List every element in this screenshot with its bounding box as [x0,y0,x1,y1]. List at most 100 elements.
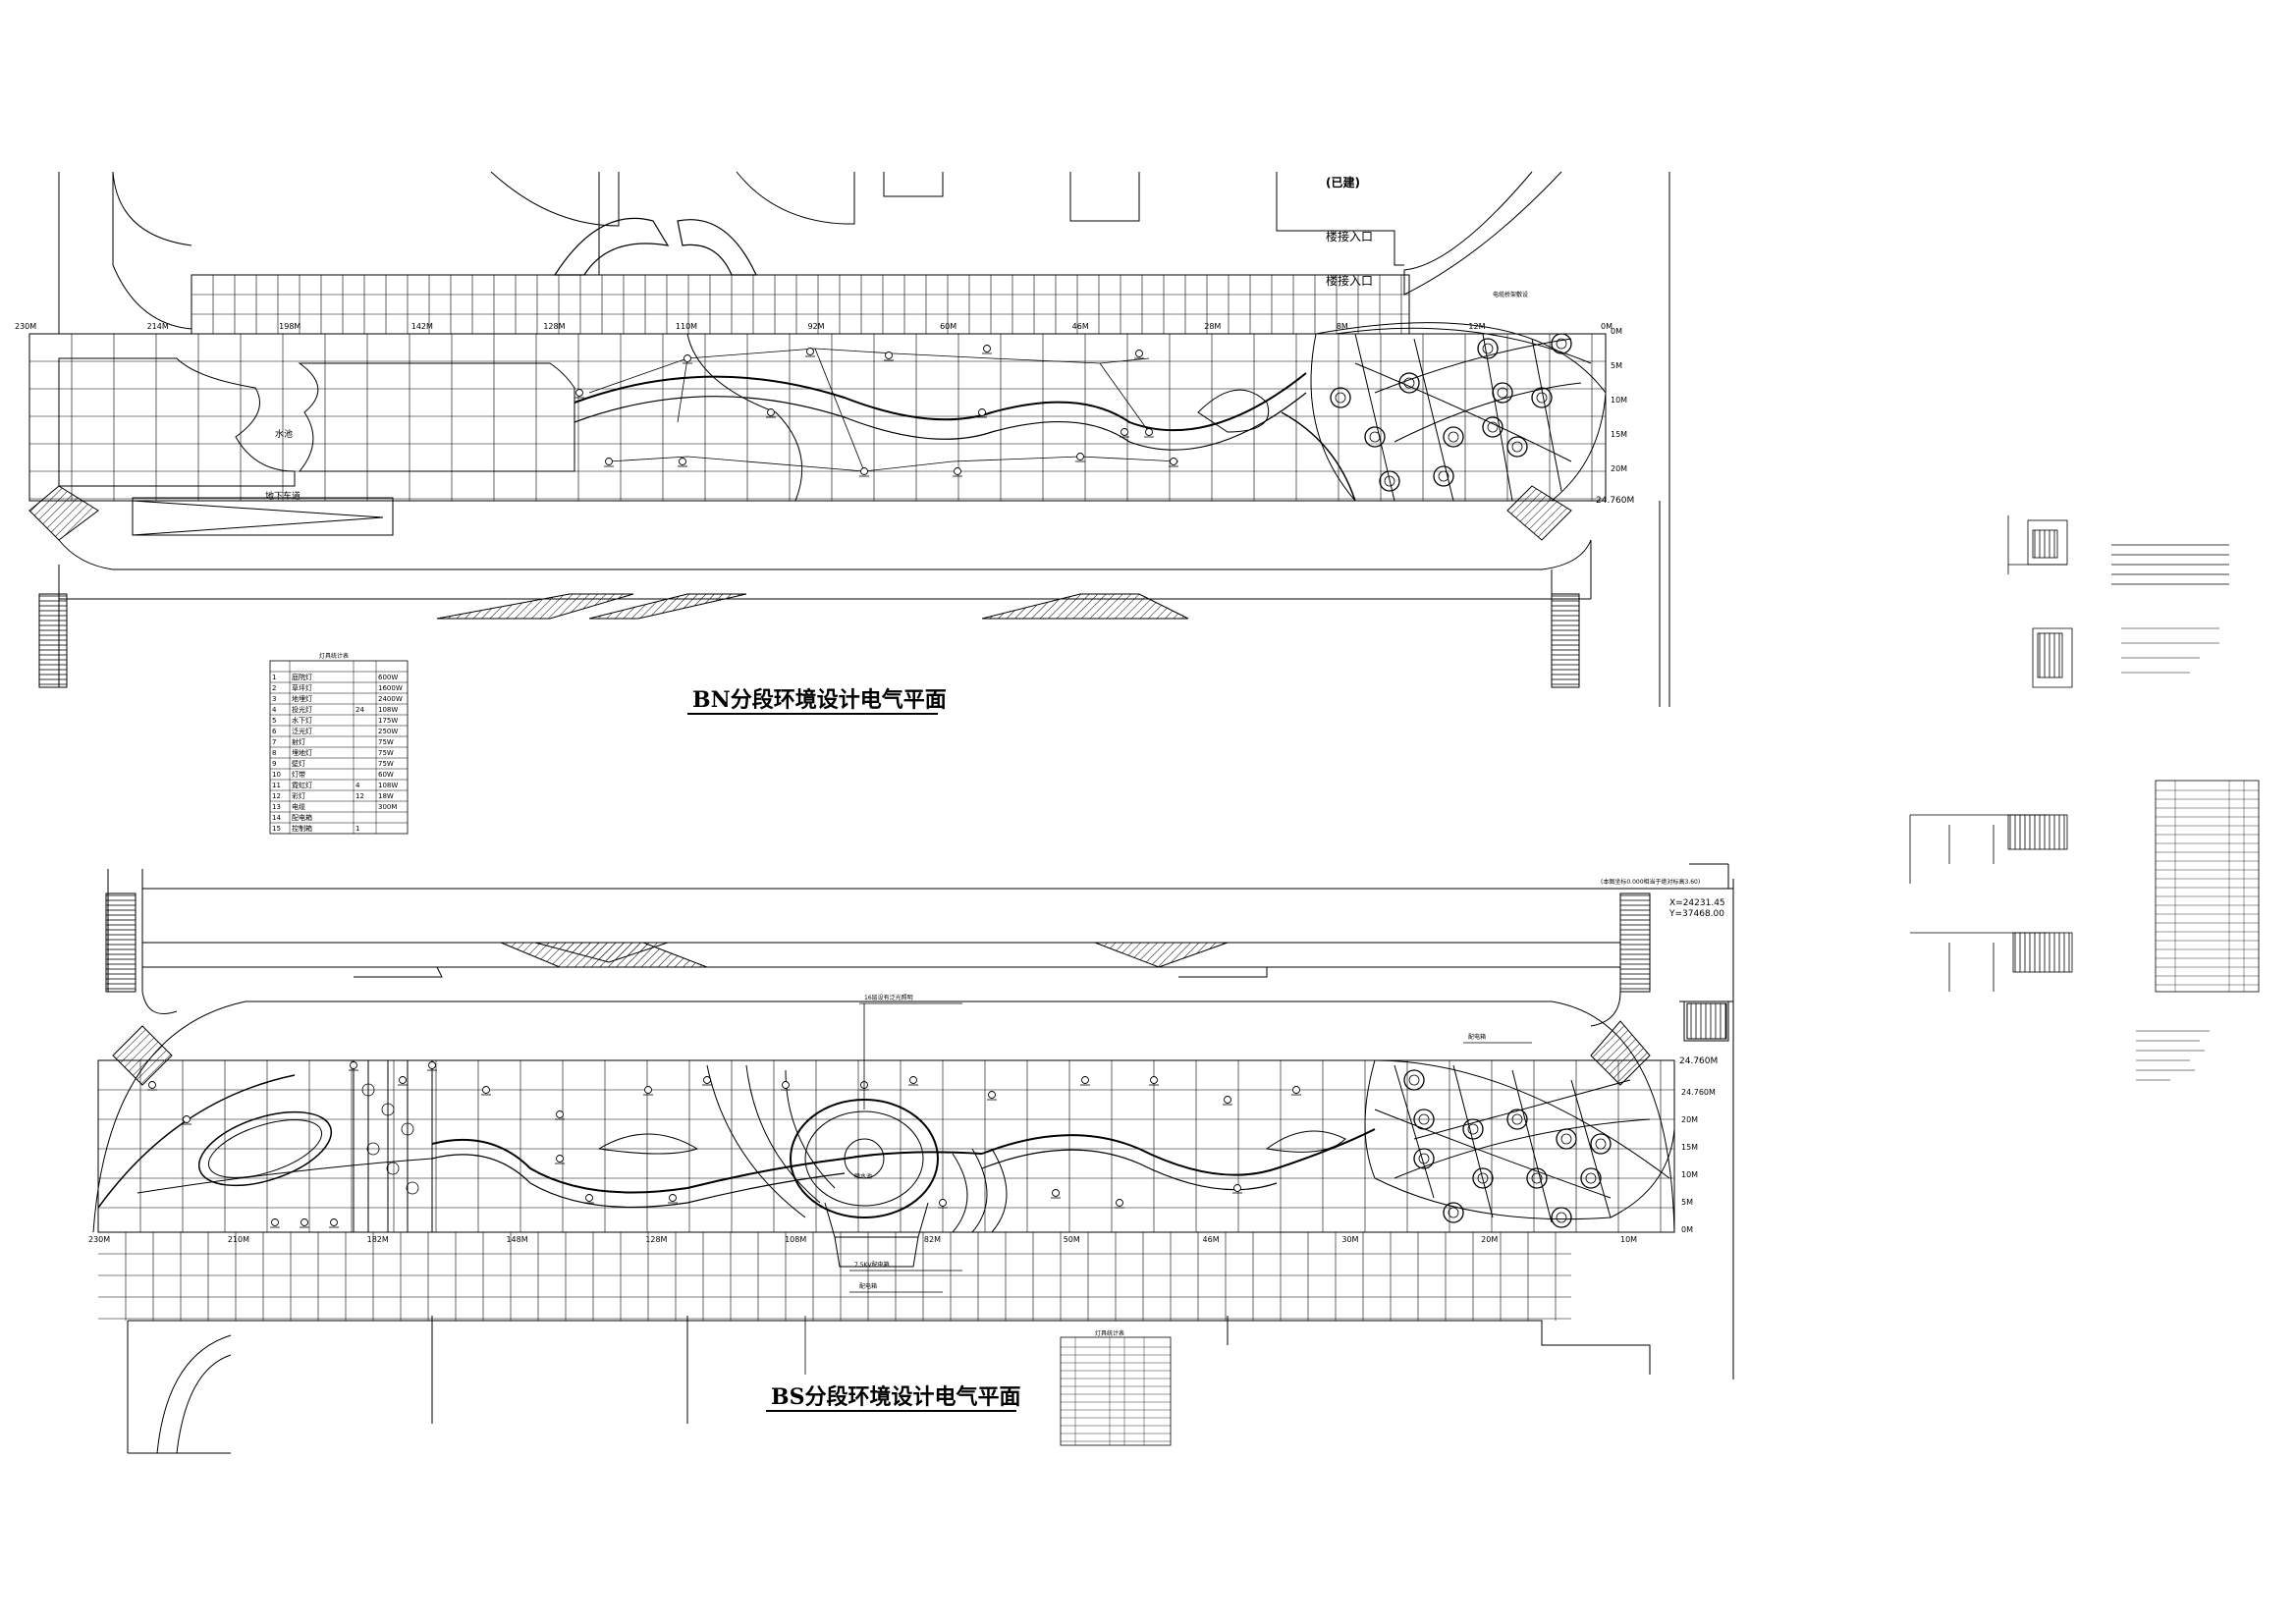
ruler-tick-label: 110M [676,322,697,331]
ruler-tick-label: 230M [15,322,36,331]
lamp-symbol [148,1081,156,1089]
lamp-symbol [1224,1096,1231,1104]
lamp-symbol [860,467,868,475]
bs-legend-table [1060,1336,1172,1446]
lamp-symbol [885,352,893,359]
lamp-symbol [585,1194,593,1202]
bn-lattice-node [1364,426,1386,448]
bs-lattice-node [1413,1109,1435,1130]
lamp-symbol [1135,350,1143,357]
legend-cell: 投光灯 [292,705,312,714]
ruler-tick-label: 92M [808,322,825,331]
lamp-symbol [703,1076,711,1084]
ruler-tick-label: 60M [940,322,957,331]
bs-lattice-node [1403,1069,1425,1091]
legend-cell: 射灯 [292,737,305,746]
bn-lattice-node [1433,465,1454,487]
lamp-symbol [482,1086,490,1094]
lamp-symbol [556,1110,564,1118]
lamp-symbol [605,458,613,465]
lamp-symbol [271,1218,279,1226]
detail-panel-2 [1909,780,2260,1081]
lamp-column [401,1122,414,1136]
ruler-tick-label: 0M [1681,1225,1693,1234]
legend-cell: 175W [378,717,398,725]
legend-cell: 9 [272,760,276,768]
ruler-tick-label: 10M [1611,396,1627,405]
bs-lattice-node [1506,1109,1528,1130]
bs-lattice-node [1462,1118,1484,1140]
legend-cell: 埋地灯 [292,748,312,757]
bs-legend-title: 灯具统计表 [1095,1329,1124,1337]
bn-legend-title: 灯具统计表 [319,652,349,660]
legend-cell: 60W [378,771,394,779]
lamp-column [381,1103,395,1116]
bn-entrance-2-label: 楼接入口 [1326,273,1373,288]
bn-pool-label: 水池 [275,428,293,440]
bn-entrance-1-label: 楼接入口 [1326,229,1373,243]
ruler-tick-label: 128M [645,1235,667,1244]
legend-cell: 8 [272,749,276,757]
lamp-symbol [556,1155,564,1163]
lamp-symbol [683,354,691,362]
bn-building-arc-2 [736,171,855,225]
legend-cell: 4 [272,706,277,714]
legend-cell: 11 [272,782,281,789]
ruler-tick-label: 12M [1468,322,1485,331]
bn-building-arc-1 [490,171,620,227]
ruler-tick-label: 50M [1064,1235,1080,1244]
bs-lattice-node [1472,1167,1494,1189]
ruler-tick-label: 214M [147,322,169,331]
lamp-symbol [983,345,991,352]
lamp-symbol [1170,458,1177,465]
legend-cell: 14 [272,814,281,822]
bn-lattice-node [1492,382,1513,404]
legend-cell: 1 [355,825,359,833]
legend-cell: 108W [378,706,398,714]
ruler-tick-label: 30M [1341,1235,1358,1244]
detail-panel-1 [2007,515,2229,688]
lamp-symbol [988,1091,996,1099]
ruler-tick-label: 8M [1337,322,1348,331]
bn-lattice-node [1551,333,1572,354]
bs-fountain-label: 喷水池 [854,1172,872,1180]
ruler-tick-label: 5M [1611,361,1622,370]
bs-lattice-node [1413,1148,1435,1169]
ruler-tick-label: 198M [279,322,301,331]
bs-lattice-node [1443,1202,1464,1223]
lamp-symbol [939,1199,947,1207]
lamp-symbol [1150,1076,1158,1084]
legend-cell: 108W [378,782,398,789]
bn-lattice-node [1531,387,1553,408]
bs-callout-bottom: 7.5KV配电箱 [854,1261,890,1269]
lamp-symbol [767,408,775,416]
bn-cable-note: 电缆桥架敷设 [1493,291,1528,298]
legend-cell: 壁灯 [292,759,305,768]
bn-lattice-node [1482,416,1503,438]
lamp-symbol [1081,1076,1089,1084]
lamp-symbol [1076,453,1084,460]
bn-lattice-node [1379,470,1400,492]
lamp-symbol [1052,1189,1060,1197]
ruler-tick-label: 182M [367,1235,389,1244]
lamp-symbol [1121,428,1128,436]
lamp-symbol [1292,1086,1300,1094]
legend-cell: 1 [272,674,276,681]
bn-lattice-node [1506,436,1528,458]
bn-built-label: (已建) [1326,175,1360,189]
lamp-symbol [909,1076,917,1084]
ruler-tick-label: 24.760M [1681,1088,1716,1097]
ruler-tick-label: 15M [1681,1143,1698,1152]
legend-cell: 电缆 [292,802,305,811]
lamp-symbol [1145,428,1153,436]
ruler-tick-label: 108M [785,1235,806,1244]
ruler-tick-label: 20M [1681,1115,1698,1124]
legend-cell: 2 [272,684,276,692]
bs-lattice-node [1556,1128,1577,1150]
bs-edge-elevation: 24.760M [1679,1056,1718,1066]
lamp-column [406,1181,419,1195]
